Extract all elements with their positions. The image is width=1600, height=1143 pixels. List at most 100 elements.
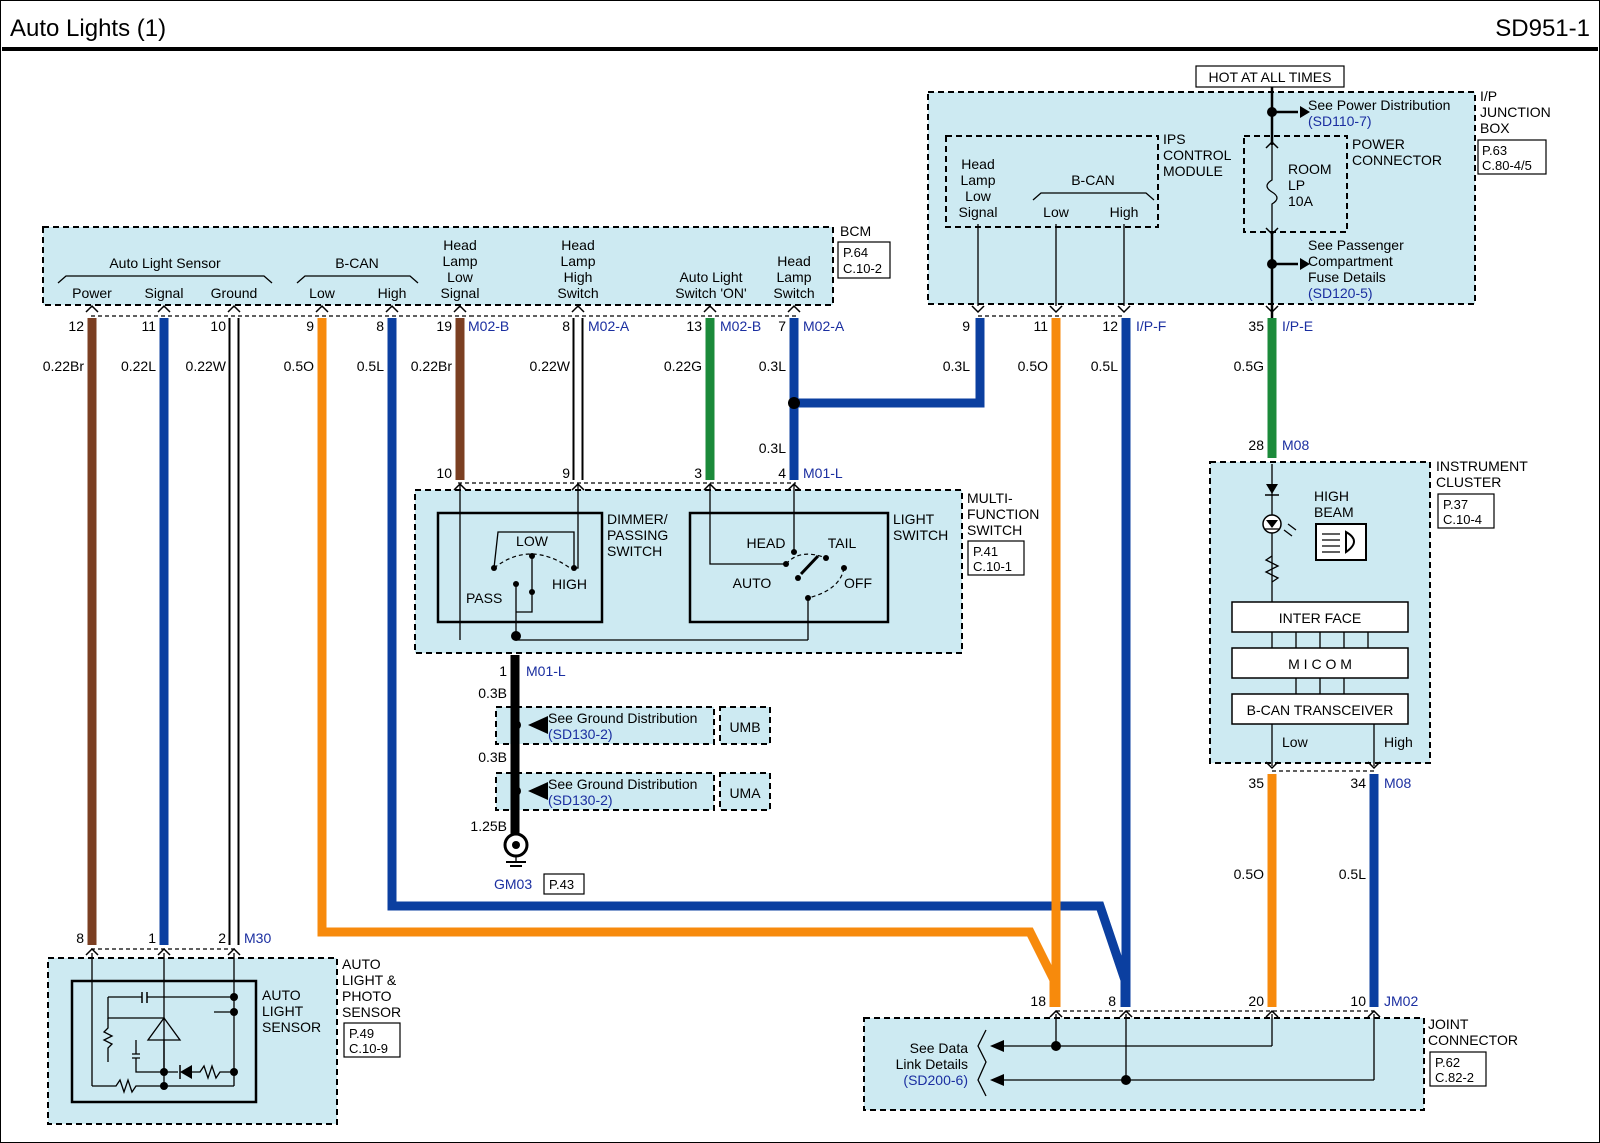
bcm-high: High bbox=[378, 285, 407, 301]
wire-label: 0.3L bbox=[759, 358, 786, 374]
wire-label: 0.3L bbox=[943, 358, 970, 374]
cluster-ref: P.37 bbox=[1443, 497, 1468, 512]
bcm-hl-low: Signal bbox=[441, 285, 480, 301]
bcm-hl-high: High bbox=[564, 269, 593, 285]
ips-bcan: B-CAN bbox=[1071, 172, 1115, 188]
bcm-hl-high: Head bbox=[561, 237, 594, 253]
dimmer-label: SWITCH bbox=[607, 543, 662, 559]
joint-connector-circuit bbox=[977, 1014, 1375, 1097]
pin-label: 28 bbox=[1248, 437, 1264, 453]
ls-head: HEAD bbox=[747, 535, 786, 551]
bcm-ref: P.64 bbox=[843, 245, 868, 260]
connector-label: M08 bbox=[1384, 775, 1411, 791]
pin-label: 10 bbox=[210, 318, 226, 334]
ips-low: Low bbox=[1043, 204, 1070, 220]
fuse-label: ROOM bbox=[1288, 161, 1332, 177]
hot-at-all-times: HOT AT ALL TIMES bbox=[1209, 69, 1332, 85]
wire-label: 0.22L bbox=[121, 358, 156, 374]
sensor-inner-label: AUTO bbox=[262, 987, 301, 1003]
light-switch-frame bbox=[688, 511, 890, 624]
pin-label: 2 bbox=[218, 930, 226, 946]
ls-off: OFF bbox=[844, 575, 872, 591]
light-switch-label: LIGHT bbox=[893, 511, 935, 527]
sensor-label: LIGHT & bbox=[342, 972, 397, 988]
sensor-circuit bbox=[91, 953, 238, 1095]
connector-label: M08 bbox=[1282, 437, 1309, 453]
interface-block bbox=[1231, 601, 1409, 633]
mfs-label: MULTI- bbox=[967, 490, 1013, 506]
ground-label: GM03 bbox=[494, 876, 532, 892]
pin-label: 7 bbox=[778, 318, 786, 334]
connector-label: I/P-F bbox=[1136, 318, 1166, 334]
sensor-ref: C.10-9 bbox=[349, 1041, 388, 1056]
power-connector bbox=[1243, 135, 1348, 233]
umb-box bbox=[719, 706, 771, 745]
pin-label: 10 bbox=[1350, 993, 1366, 1009]
wire-label: 0.5G bbox=[1234, 358, 1264, 374]
ips-high: High bbox=[1110, 204, 1139, 220]
pin-label: 9 bbox=[562, 465, 570, 481]
hot-label-box bbox=[1195, 65, 1345, 88]
wire-label: 1.25B bbox=[470, 818, 507, 834]
jbox-label: JUNCTION bbox=[1480, 104, 1551, 120]
connector-label: M01-L bbox=[526, 663, 566, 679]
wire-label: 0.5O bbox=[284, 358, 314, 374]
passenger-fuse-ref: (SD120-5) bbox=[1308, 285, 1373, 301]
wire-label: 0.5O bbox=[1018, 358, 1048, 374]
sensor-label: AUTO bbox=[342, 956, 381, 972]
dimmer-switch-frame bbox=[436, 511, 604, 624]
wire-label: 0.22Br bbox=[411, 358, 453, 374]
page-code: SD951-1 bbox=[1495, 15, 1590, 42]
pin-label: 9 bbox=[306, 318, 314, 334]
pin-label: 12 bbox=[68, 318, 84, 334]
ips-label: IPS bbox=[1163, 131, 1186, 147]
joint-label: JOINT bbox=[1428, 1016, 1469, 1032]
bcm-bcan-group: B-CAN bbox=[335, 255, 379, 271]
jbox-ref: C.80-4/5 bbox=[1482, 158, 1532, 173]
high-beam-label: HIGH bbox=[1314, 488, 1349, 504]
pin-label: 3 bbox=[694, 465, 702, 481]
power-dist-ref: (SD110-7) bbox=[1308, 113, 1372, 129]
wire-label: 0.22Br bbox=[43, 358, 85, 374]
connector-label: M02-B bbox=[468, 318, 509, 334]
mfs-ref: P.41 bbox=[973, 544, 998, 559]
auto-light-sensor-box bbox=[47, 957, 338, 1125]
bcm-power: Power bbox=[72, 285, 112, 301]
power-connector-label: CONNECTOR bbox=[1352, 152, 1442, 168]
connector-label: M02-A bbox=[803, 318, 845, 334]
wire-label: 0.22W bbox=[186, 358, 227, 374]
ips-control-module bbox=[945, 135, 1159, 228]
ips-hl: Lamp bbox=[960, 172, 995, 188]
bcan-transceiver-block bbox=[1231, 693, 1409, 725]
mfs-label: FUNCTION bbox=[967, 506, 1039, 522]
wire-label: 0.5L bbox=[1339, 866, 1366, 882]
data-link-label: See Data bbox=[910, 1040, 969, 1056]
fuse-label: 10A bbox=[1288, 193, 1314, 209]
wire-label: 0.5O bbox=[1234, 866, 1264, 882]
power-connector-label: POWER bbox=[1352, 136, 1405, 152]
wire-label: 0.3L bbox=[759, 440, 786, 456]
power-dist-label: See Power Distribution bbox=[1308, 97, 1450, 113]
uma-label: UMA bbox=[729, 785, 761, 801]
joint-label: CONNECTOR bbox=[1428, 1032, 1518, 1048]
cluster-high: High bbox=[1384, 734, 1413, 750]
cluster-low: Low bbox=[1282, 734, 1309, 750]
jbox-ref: P.63 bbox=[1482, 143, 1507, 158]
junction-box bbox=[927, 91, 1476, 305]
wire-label: 0.22G bbox=[664, 358, 702, 374]
ground-dist-label: See Ground Distribution bbox=[548, 710, 697, 726]
pin-label: 12 bbox=[1102, 318, 1118, 334]
bcm-hl-low: Head bbox=[443, 237, 476, 253]
bcm-hl-low: Lamp bbox=[442, 253, 477, 269]
pin-label: 13 bbox=[686, 318, 702, 334]
passenger-fuse-label: Compartment bbox=[1308, 253, 1393, 269]
pin-label: 20 bbox=[1248, 993, 1264, 1009]
wire-label: 0.22W bbox=[530, 358, 571, 374]
passenger-fuse-label: Fuse Details bbox=[1308, 269, 1386, 285]
dimmer-switch-internals: LOW PASS HIGH bbox=[459, 484, 587, 640]
bcm-ground: Ground bbox=[211, 285, 258, 301]
pin-label: 4 bbox=[778, 465, 786, 481]
pin-markers bbox=[85, 140, 1381, 1018]
data-link-label: Link Details bbox=[896, 1056, 968, 1072]
cluster-label: INSTRUMENT bbox=[1436, 458, 1528, 474]
